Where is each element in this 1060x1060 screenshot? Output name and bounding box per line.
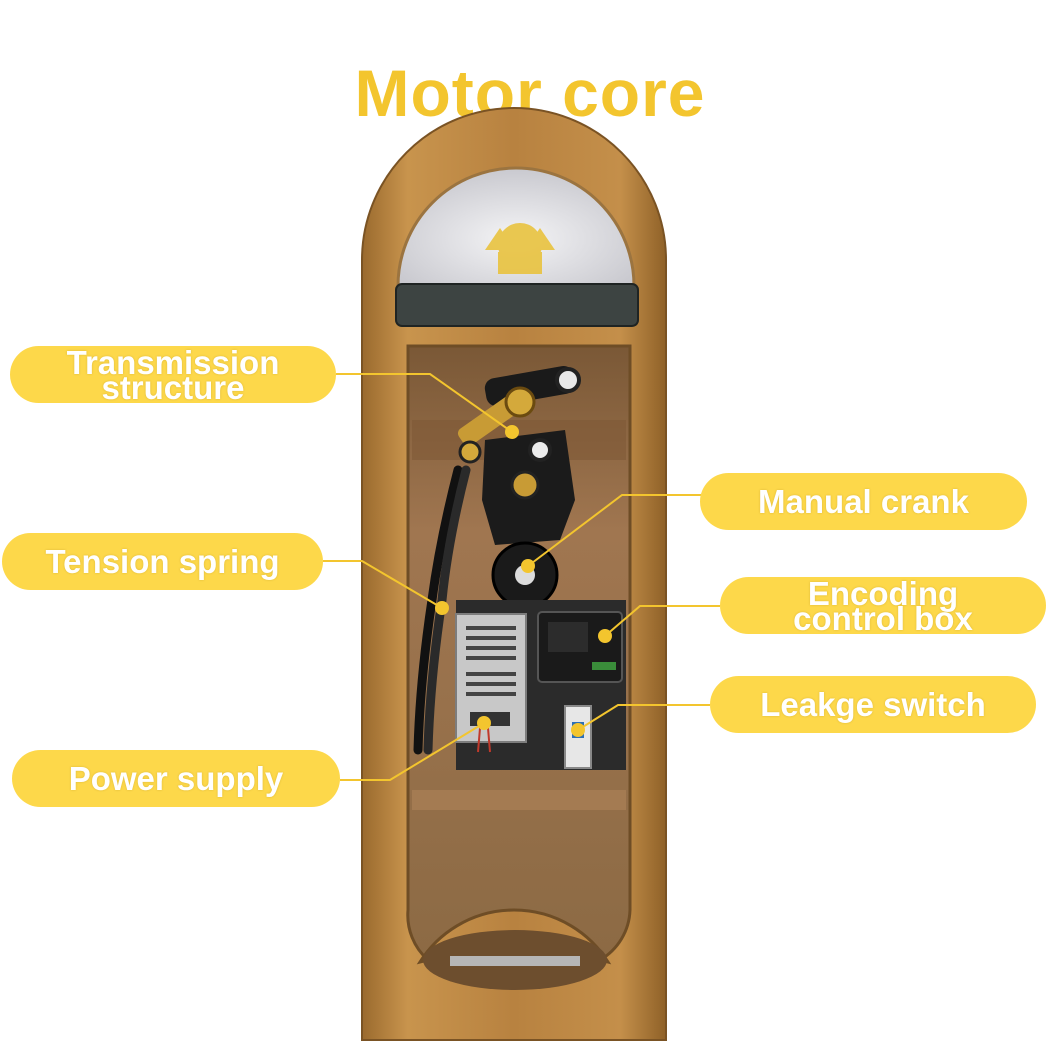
label-encoding-line1: Encoding	[807, 574, 959, 612]
tension-spring	[413, 465, 471, 755]
label-leakage-switch-text: Leakge switch	[760, 686, 986, 723]
label-transmission-line1: Transmission	[66, 343, 280, 381]
transmission-structure	[457, 365, 581, 545]
dome-ledge	[395, 283, 639, 327]
label-encoding-line2: control box	[793, 599, 973, 637]
label-tension-spring: Tension spring	[2, 533, 323, 590]
label-encoding-control-box: Encoding control box	[720, 574, 1046, 637]
label-tension-spring-text: Tension spring	[45, 543, 280, 580]
power-supply	[455, 613, 527, 753]
dome-logo	[485, 223, 555, 274]
label-leakage-switch: Leakge switch	[710, 676, 1036, 733]
label-power-supply: Power supply	[12, 750, 340, 807]
label-transmission-line2: structure	[101, 368, 245, 406]
label-transmission-structure: Transmission structure	[10, 343, 336, 406]
label-manual-crank: Manual crank	[700, 473, 1027, 530]
label-power-supply-text: Power supply	[68, 760, 284, 797]
label-manual-crank-text: Manual crank	[758, 483, 969, 520]
encoding-control-box	[537, 611, 623, 683]
leader-dots	[435, 425, 612, 737]
leader-lines	[323, 373, 720, 781]
